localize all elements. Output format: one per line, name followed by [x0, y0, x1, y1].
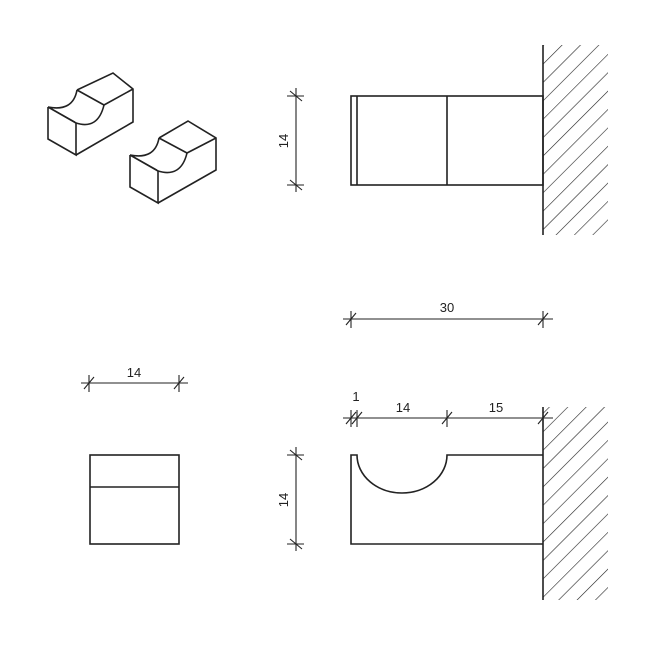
dim-label-segment-1: 1 [352, 389, 359, 404]
dim-label-overall-length: 30 [440, 300, 454, 315]
dim-label-top-height: 14 [276, 134, 291, 148]
end-view [89, 454, 180, 545]
dim-label-segment-2: 14 [396, 400, 410, 415]
wall-top [542, 45, 608, 235]
isometric-hook-2 [129, 120, 217, 205]
wall-bottom [542, 407, 608, 600]
top-view-height-dimension: 14 [276, 88, 304, 192]
front-view-height-dimension: 14 [276, 447, 304, 551]
dim-label-end-width: 14 [127, 365, 141, 380]
front-view [350, 454, 543, 545]
isometric-hook-1 [47, 72, 134, 157]
dim-label-front-height: 14 [276, 493, 291, 507]
dim-label-segment-3: 15 [489, 400, 503, 415]
front-view-segment-dimensions: 1 14 15 [343, 389, 553, 427]
top-view [350, 95, 544, 186]
end-view-width-dimension: 14 [81, 365, 188, 392]
overall-length-dimension: 30 [343, 300, 553, 328]
